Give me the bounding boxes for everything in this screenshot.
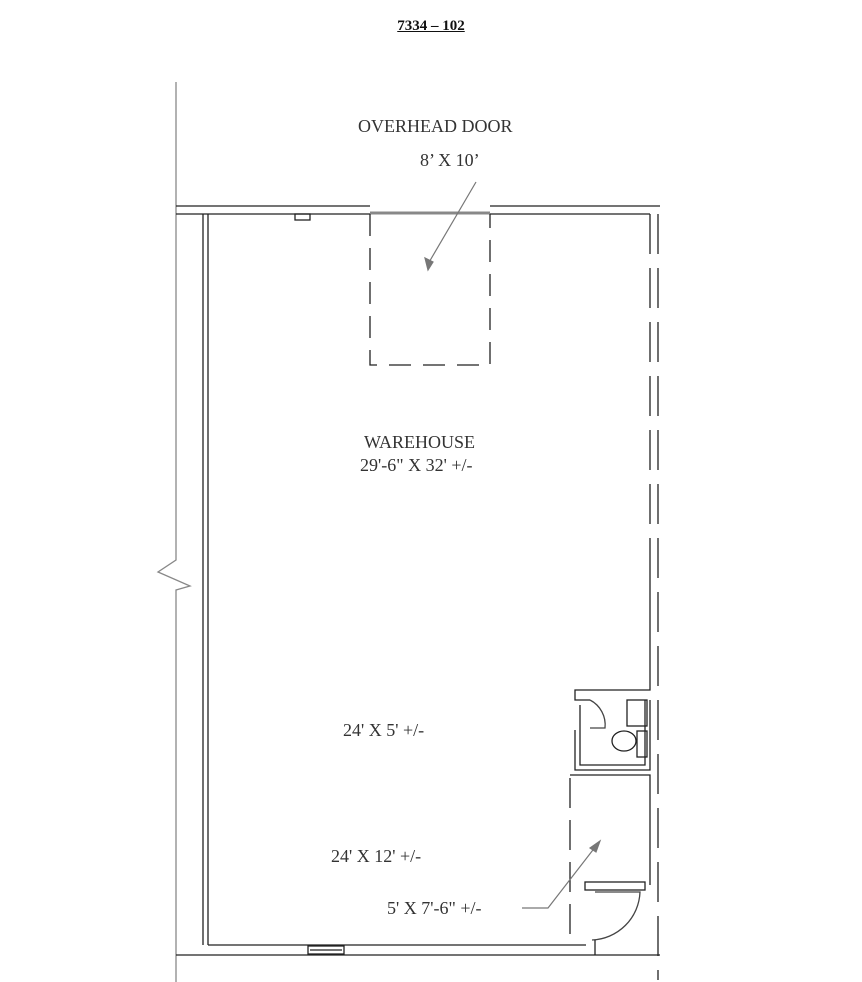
sink-icon xyxy=(626,699,648,727)
right-wall-solid xyxy=(574,570,651,701)
bottom-window xyxy=(307,945,345,955)
closet-door-swing xyxy=(591,891,641,941)
vent-box xyxy=(294,213,311,221)
warehouse-label: WAREHOUSE xyxy=(364,432,475,452)
area-1-size: 24' X 5' +/- xyxy=(343,720,425,740)
overhead-door-arrow xyxy=(427,181,477,265)
unit-title: 7334 – 102 xyxy=(397,18,465,34)
closet-window xyxy=(584,881,646,891)
break-line xyxy=(156,82,192,982)
warehouse-size: 29'-6" X 32' +/- xyxy=(360,455,473,475)
restroom-box xyxy=(574,700,651,771)
restroom-door-swing xyxy=(589,699,606,729)
area-3-size: 5' X 7'-6" +/- xyxy=(387,898,482,918)
left-wall xyxy=(202,214,209,945)
area-3-arrow xyxy=(522,845,597,909)
overhead-door-size: 8’ X 10’ xyxy=(420,150,480,170)
closet-wall xyxy=(570,774,651,885)
overhead-door-label: OVERHEAD DOOR xyxy=(358,116,513,136)
overhead-door-clearance xyxy=(369,214,491,366)
top-wall-left xyxy=(176,205,370,215)
toilet-icon xyxy=(611,730,637,752)
bottom-wall xyxy=(176,944,660,956)
area-2-size: 24' X 12' +/- xyxy=(331,846,422,866)
top-wall-right xyxy=(490,205,660,215)
